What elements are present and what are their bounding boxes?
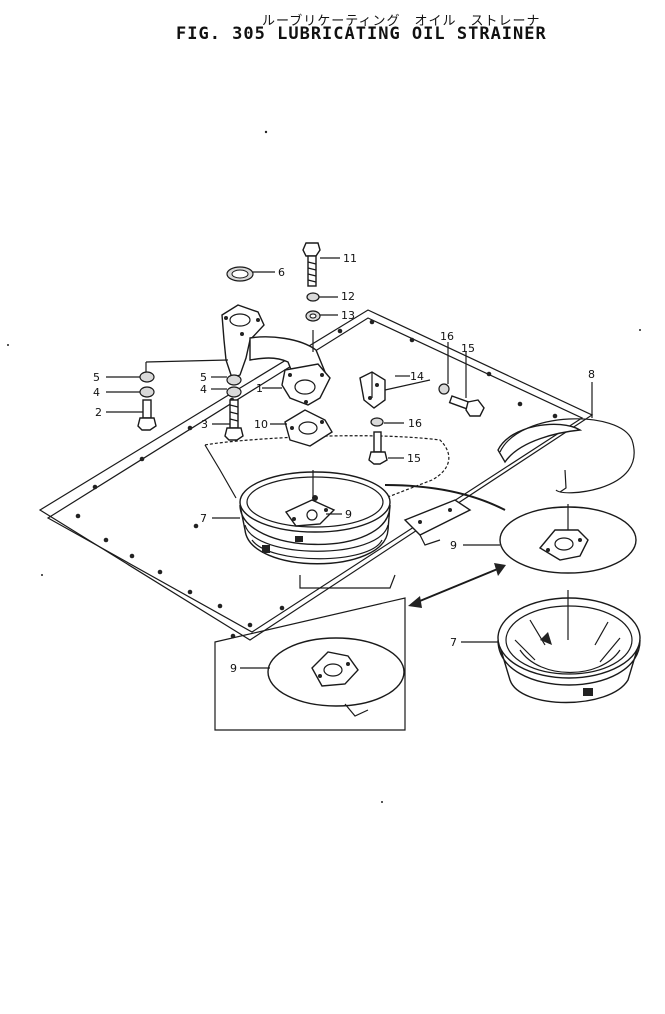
callout-13: 13	[341, 309, 355, 322]
strainer-bowl-exploded	[497, 590, 641, 704]
callout-5-right: 5	[200, 371, 207, 384]
strainer-bowl-installed	[239, 471, 506, 565]
bolt-11	[302, 242, 321, 287]
callout-7-exploded: 7	[450, 636, 457, 649]
strainer-screen-ring	[497, 418, 635, 494]
callout-16-upper: 16	[440, 330, 454, 343]
suction-pipe	[221, 304, 331, 406]
callout-4-right: 4	[200, 383, 207, 396]
callout-14: 14	[410, 370, 424, 383]
callout-5-left: 5	[93, 371, 100, 384]
bracket	[359, 371, 386, 409]
speck	[264, 130, 268, 134]
callout-labels: 11 6 12 13 16 15 8 5 4 2 5 4 1 14 3 10 1…	[93, 252, 595, 675]
lock-washer-5-left	[139, 371, 155, 383]
bolt-2	[137, 399, 157, 431]
lock-washer-12	[306, 292, 320, 302]
callout-9-inset: 9	[230, 662, 237, 675]
lock-washer-5-right	[226, 374, 242, 386]
figure-title: FIG. 305 LUBRICATING OIL STRAINER	[176, 24, 547, 44]
callout-11: 11	[343, 252, 357, 265]
callout-9-exploded: 9	[450, 539, 457, 552]
speck	[7, 344, 9, 346]
washer-16-upper	[438, 383, 450, 395]
washer-4-left	[139, 386, 155, 398]
bolt-3	[224, 399, 244, 441]
callout-10: 10	[254, 418, 268, 431]
callout-1: 1	[256, 382, 263, 395]
washer-4-right	[226, 386, 242, 398]
callout-15-lower: 15	[407, 452, 421, 465]
bolt-15-lower	[368, 431, 388, 465]
callout-4-left: 4	[93, 386, 100, 399]
callout-6: 6	[278, 266, 285, 279]
double-arrow	[408, 563, 506, 608]
callout-9-installed: 9	[345, 508, 352, 521]
leader-lines	[106, 257, 593, 669]
speck	[639, 329, 641, 331]
flange-gasket	[284, 409, 333, 447]
callout-3: 3	[201, 418, 208, 431]
callout-7-installed: 7	[200, 512, 207, 525]
japanese-title: ルーブリケーティング オイル ストレーナ	[262, 14, 541, 29]
bolt-15-upper	[448, 395, 485, 417]
callout-12: 12	[341, 290, 355, 303]
speck	[41, 574, 43, 576]
callout-15-upper: 15	[461, 342, 475, 355]
detail-inset	[214, 597, 406, 731]
o-ring	[226, 266, 254, 282]
speck	[381, 801, 383, 803]
washer-16-lower	[370, 417, 384, 427]
callout-8: 8	[588, 368, 595, 381]
callout-16-lower: 16	[408, 417, 422, 430]
strainer-plate-exploded	[499, 504, 637, 574]
callout-2: 2	[95, 406, 102, 419]
